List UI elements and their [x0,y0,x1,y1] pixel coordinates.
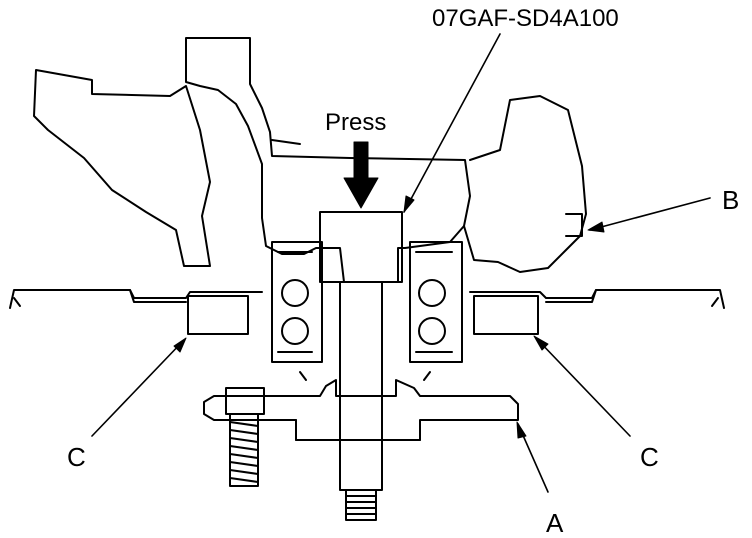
callout-b-label: B [722,185,740,215]
arrowheads [173,195,605,439]
steering-knuckle [33,37,587,283]
support-block-left [187,295,249,335]
arrowhead-b [587,221,605,233]
leader-c-right [535,337,631,437]
wheel-bearing-left [271,241,323,363]
wheel-stud [225,387,265,487]
splash-shield [9,289,725,309]
arrowhead-c-right [533,335,549,351]
arrowhead-c-left [173,337,187,353]
callout-c-left-label: C [67,442,86,472]
wheel-bearing-right [409,241,463,363]
callout-a-label: A [546,508,564,538]
leader-c-left [91,339,185,437]
special-tool-press-driver [319,211,403,521]
press-label: Press [325,109,387,136]
arrowhead-a [516,421,527,439]
leader-b [589,197,711,231]
arrowhead-tool [403,195,415,213]
tool-number-label: 07GAF-SD4A100 [432,5,619,32]
press-arrow [343,141,379,209]
wheel-hub [203,371,519,441]
support-block-right [473,295,539,335]
leader-tool [403,33,501,213]
callout-c-right-label: C [640,442,659,472]
